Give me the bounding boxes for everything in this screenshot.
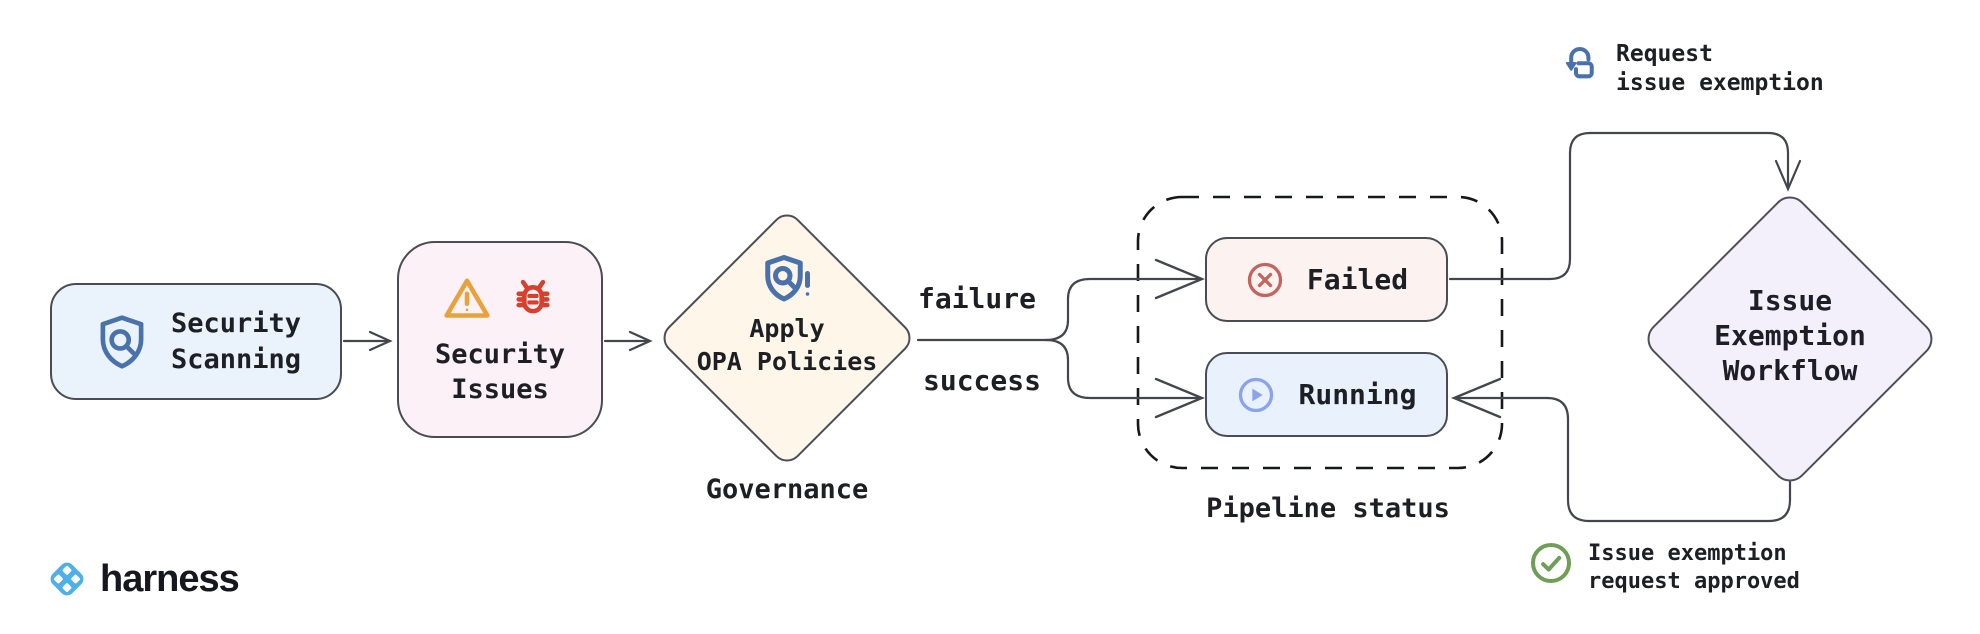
request-exemption-text: Request issue exemption [1616,41,1824,96]
x-circle-icon [1247,262,1283,297]
edge-label-failure: failure [917,282,1036,315]
check-circle-icon [1530,542,1572,584]
brand-footer: harness [44,556,240,602]
running-label: Running [1298,378,1417,411]
governance-caption: Governance [705,474,869,505]
node-running: Running [1205,352,1448,437]
security-scanning-label: Security Scanning [170,307,302,375]
security-issues-label: Security Issues [434,338,566,405]
apply-opa-policies-label: Apply OPA Policies [696,314,878,376]
security-issues-icons [441,273,559,325]
node-failed: Failed [1205,237,1448,322]
bug-icon [516,279,550,313]
harness-logo-icon [50,562,84,596]
edge-label-success: success [922,364,1041,397]
failed-label: Failed [1306,263,1409,296]
node-security-issues: Security Issues [397,241,603,438]
tap-request-icon [1565,46,1594,79]
brand-name: harness [100,558,240,600]
warning-triangle-icon [444,278,490,318]
request-approved-text: Issue exemption request approved [1588,541,1800,594]
shield-magnifier-icon [100,314,144,369]
node-security-scanning: Security Scanning [50,283,342,400]
request-exemption-note: Request issue exemption [1558,40,1824,98]
issue-exemption-workflow-label: Issue Exemption Workflow [1714,284,1866,387]
play-circle-icon [1239,377,1274,412]
shield-alert-magnifier-icon [765,255,810,302]
pipeline-status-caption: Pipeline status [1206,493,1450,524]
request-approved-note: Issue exemption request approved [1528,540,1800,596]
